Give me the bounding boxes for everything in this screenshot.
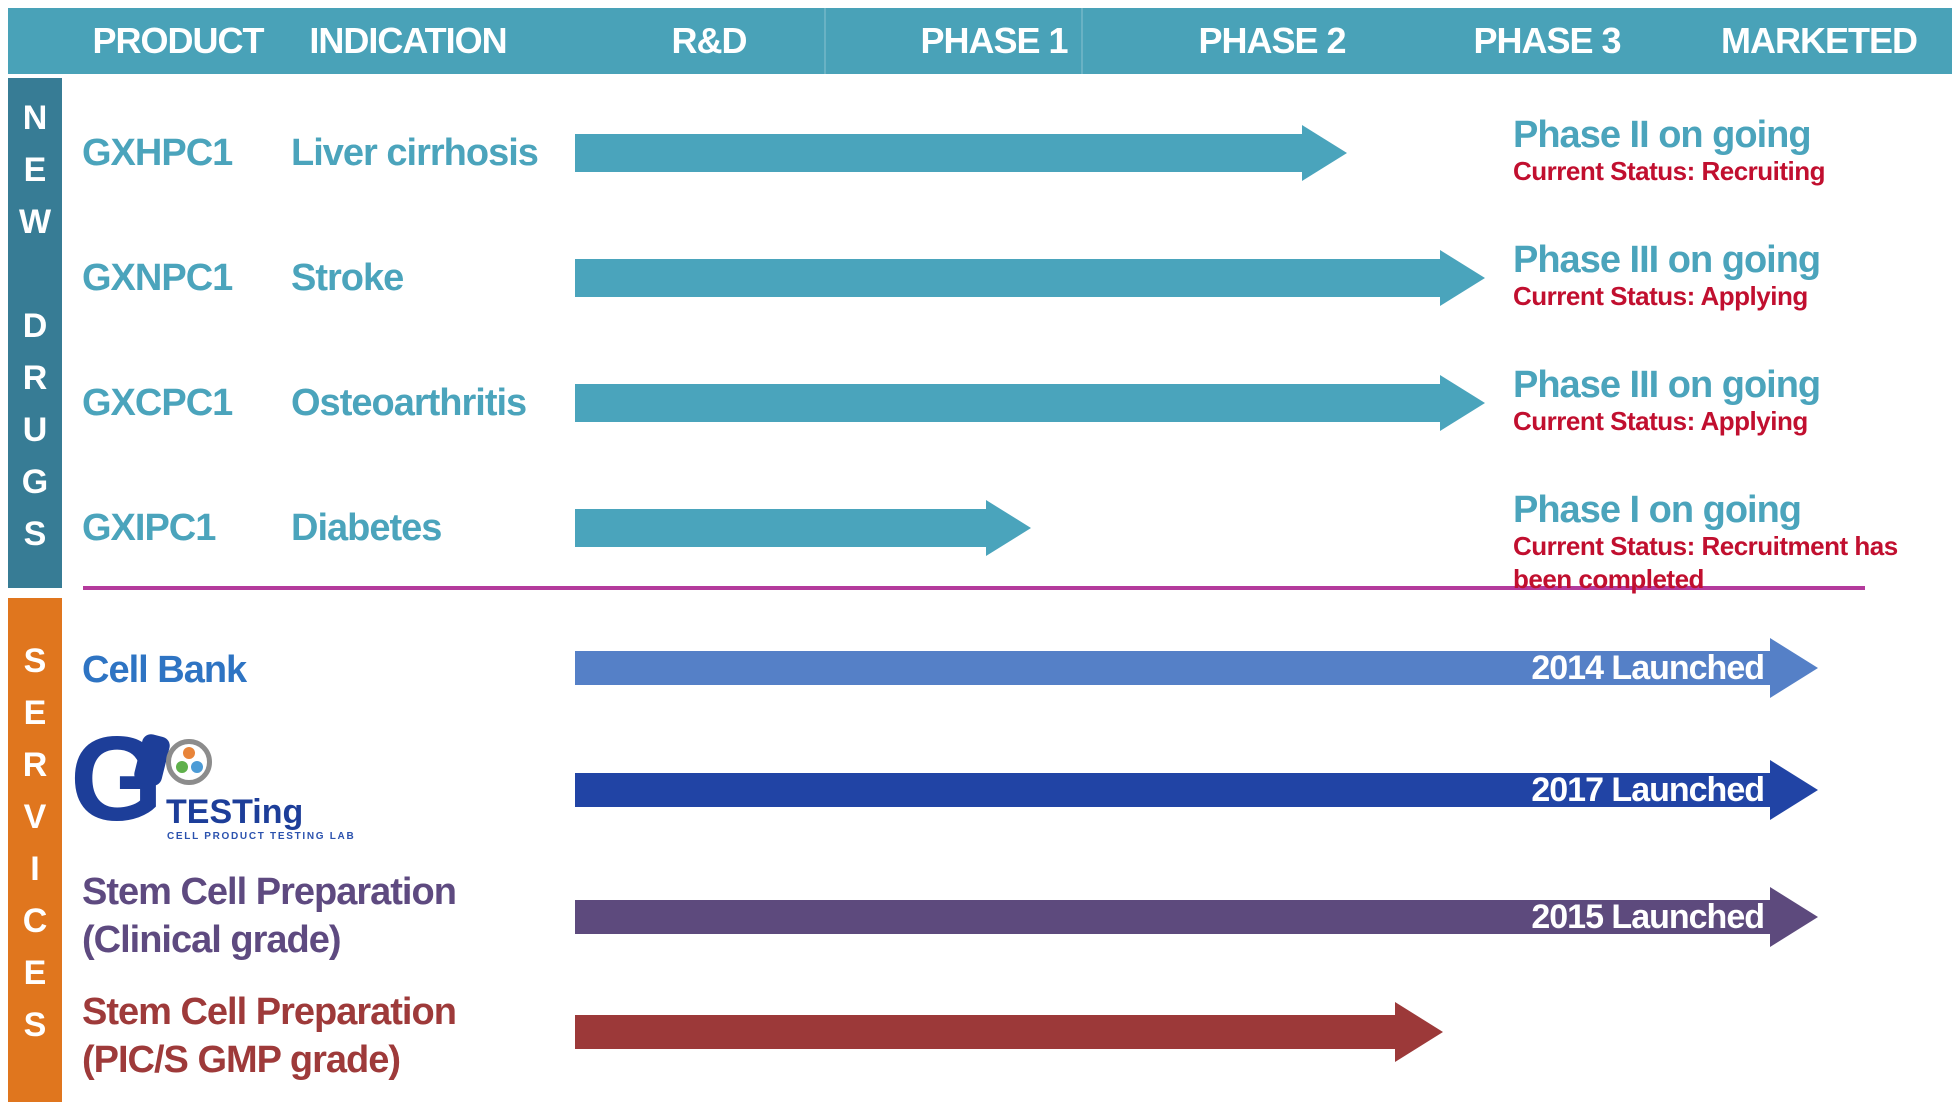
progress-arrow-bar [575,1015,1395,1049]
header-column-divider [1081,8,1083,74]
header-phase1: PHASE 1 [920,20,1068,61]
progress-arrow-head [1440,250,1485,306]
indication-label: Diabetes [291,507,442,549]
product-name: GXHPC1 [82,132,233,174]
launch-year-label: 2014 Launched [1531,648,1765,687]
product-name: GXNPC1 [82,257,233,299]
sidebar-new-drugs: NEW DRUGS [8,78,62,588]
header-indication: INDICATION [309,20,507,61]
progress-arrow-bar [575,509,986,547]
indication-label: Stroke [291,257,404,299]
gtesting-wordmark: TESTing [166,793,304,831]
progress-arrow-head [1395,1002,1443,1062]
indication-label: Osteoarthritis [291,382,527,424]
progress-arrow-bar [575,134,1302,172]
service-label: Cell Bank [82,649,247,691]
progress-arrow-bar [575,259,1440,297]
section-divider-line [83,586,1865,590]
progress-arrow-bar: 2017 Launched [575,770,1770,809]
service-label-line1: Stem Cell Preparation [82,991,457,1033]
service-label-line2: (Clinical grade) [82,919,341,961]
progress-arrow-bar: 2014 Launched [575,648,1770,687]
service-label-line1: Stem Cell Preparation [82,871,457,913]
lens-dot-orange-icon [183,747,195,759]
indication-label: Liver cirrhosis [291,132,539,174]
lens-dot-blue-icon [191,761,203,773]
product-name: GXCPC1 [82,382,233,424]
column-header-bar: PRODUCT INDICATION R&D PHASE 1 PHASE 2 P… [8,8,1952,74]
progress-arrow-head [1770,760,1818,820]
lens-circle-icon [166,739,212,785]
gtesting-tagline: CELL PRODUCT TESTING LAB [167,831,356,842]
lens-dot-green-icon [176,761,188,773]
status-detail: Current Status: Recruitment has been com… [1513,531,1898,594]
progress-arrow-head [986,500,1031,556]
status-title: Phase II on going [1513,114,1812,156]
header-phase2: PHASE 2 [1198,20,1346,61]
launch-year-label: 2017 Launched [1531,770,1765,809]
progress-arrow-bar: 2015 Launched [575,897,1770,936]
status-title: Phase III on going [1513,364,1821,406]
header-product: PRODUCT [92,20,265,61]
progress-arrow-head [1440,375,1485,431]
header-rd: R&D [671,20,748,61]
progress-arrow-head [1770,887,1818,947]
product-name: GXIPC1 [82,507,216,549]
status-title: Phase III on going [1513,239,1821,281]
sidebar-services: SERVICES [8,598,62,1102]
launch-year-label: 2015 Launched [1531,897,1765,936]
header-marketed: MARKETED [1721,20,1918,61]
header-phase3: PHASE 3 [1473,20,1621,61]
service-label-line2: (PIC/S GMP grade) [82,1039,401,1081]
status-title: Phase I on going [1513,489,1802,531]
header-column-divider [824,8,826,74]
progress-arrow-head [1770,638,1818,698]
sidebar-new-drugs-label: NEW DRUGS [16,99,54,567]
sidebar-services-label: SERVICES [16,642,54,1058]
status-detail: Current Status: Applying [1513,406,1808,436]
gtesting-logo: G TESTing CELL PRODUCT TESTING LAB [70,719,354,855]
progress-arrow-head [1302,125,1347,181]
status-detail: Current Status: Recruiting [1513,156,1826,186]
progress-arrow-bar [575,384,1440,422]
status-detail: Current Status: Applying [1513,281,1808,311]
